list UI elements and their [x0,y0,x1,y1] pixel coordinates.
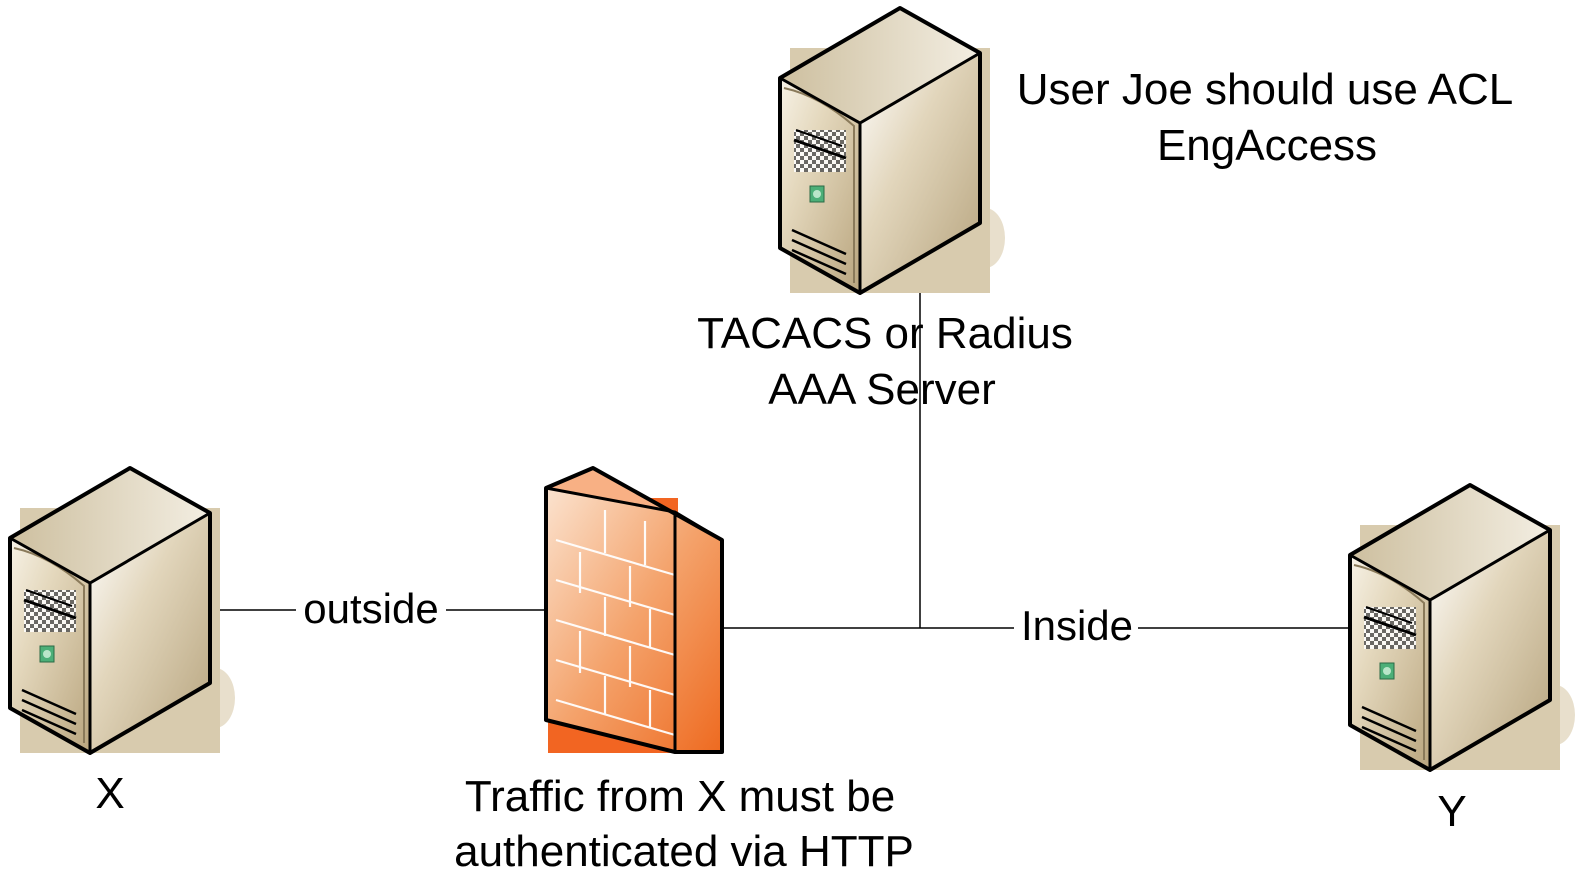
annotation-line-2: EngAccess [1157,121,1377,170]
annotation-text: User Joe should use ACL EngAccess [1017,65,1514,170]
annotation-line-1: User Joe should use ACL [1017,65,1514,114]
host-x[interactable] [8,466,237,755]
host-y-label: Y [1437,787,1466,836]
firewall-label: Traffic from X must be authenticated via… [454,772,914,876]
outside-link-label: outside [303,585,438,632]
aaa-label-line-2: AAA Server [768,365,995,414]
firewall[interactable] [544,466,724,754]
host-x-label: X [95,769,124,818]
host-y[interactable] [1348,483,1577,772]
link-labels: outside Inside [296,585,1138,649]
server-tower-icon [778,6,1007,295]
firewall-label-line-2: authenticated via HTTP [454,827,914,876]
aaa-server-label: TACACS or Radius AAA Server [697,309,1073,414]
aaa-server[interactable] [778,6,1007,295]
firewall-label-line-1: Traffic from X must be [465,772,895,821]
server-tower-icon [8,466,237,755]
aaa-label-line-1: TACACS or Radius [697,309,1073,358]
firewall-brick-icon [544,466,724,754]
inside-link-label: Inside [1021,602,1133,649]
server-tower-icon [1348,483,1577,772]
